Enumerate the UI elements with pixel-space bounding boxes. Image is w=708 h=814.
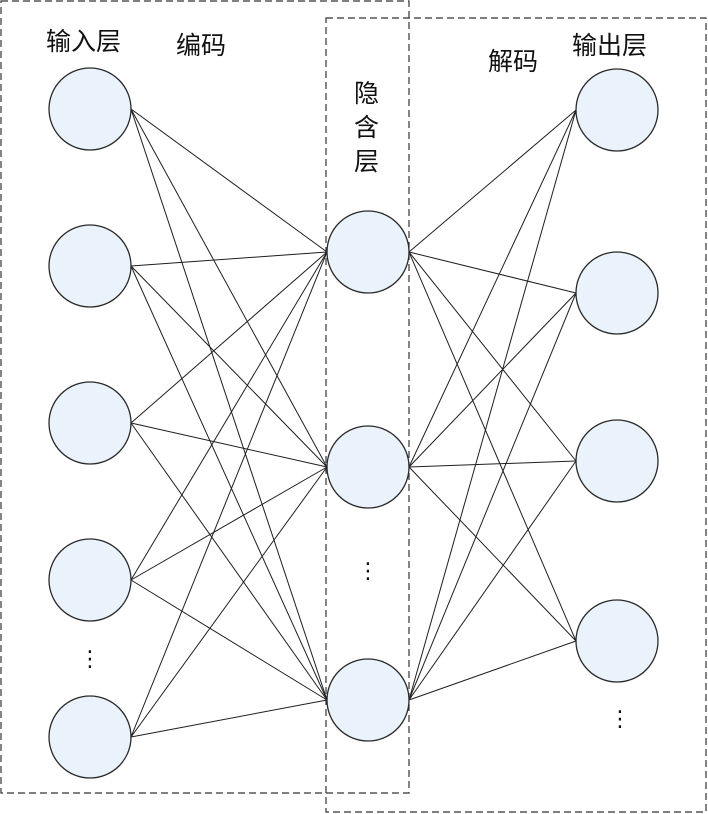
output-node-4-circle xyxy=(575,599,659,683)
edge-hidden-2-output-2 xyxy=(408,292,577,468)
input-node-3 xyxy=(48,381,132,465)
edge-hidden-1-output-3 xyxy=(408,251,577,462)
output-node-1 xyxy=(575,68,659,152)
edge-input-5-hidden-1 xyxy=(130,251,328,738)
input-node-5 xyxy=(48,695,132,779)
output-node-3 xyxy=(575,419,659,503)
input-node-1-circle xyxy=(48,67,132,151)
edge-hidden-3-output-3 xyxy=(408,460,577,701)
output-node-2-circle xyxy=(575,251,659,335)
encode-label: 编码 xyxy=(176,31,226,60)
hidden-layer-label-char-1: 隐 xyxy=(354,79,379,108)
input-node-4-circle xyxy=(48,538,132,622)
edge-hidden-3-output-1 xyxy=(408,109,577,701)
connections xyxy=(130,108,577,738)
input-node-2-circle xyxy=(48,224,132,308)
hidden-layer-label-char-3: 层 xyxy=(354,147,379,176)
input-layer-label: 输入层 xyxy=(46,27,121,56)
encoder-region xyxy=(0,0,410,794)
edge-hidden-2-output-4 xyxy=(408,466,577,642)
output-node-3-circle xyxy=(575,419,659,503)
output-node-4 xyxy=(575,599,659,683)
edge-hidden-1-output-2 xyxy=(408,251,577,294)
edge-input-1-hidden-2 xyxy=(130,108,328,468)
edge-hidden-1-output-1 xyxy=(408,109,577,253)
input-ellipsis: ⋮ xyxy=(79,647,101,672)
hidden-ellipsis: ⋮ xyxy=(357,559,379,584)
edge-input-1-hidden-3 xyxy=(130,108,328,701)
decoder-region xyxy=(325,17,707,813)
edge-input-3-hidden-1 xyxy=(130,251,328,424)
hidden-node-2 xyxy=(326,425,410,509)
edge-input-2-hidden-1 xyxy=(130,251,328,267)
edge-hidden-3-output-4 xyxy=(408,640,577,701)
output-layer-label: 输出层 xyxy=(572,31,647,60)
edge-input-4-hidden-1 xyxy=(130,251,328,581)
hidden-node-1-circle xyxy=(326,210,410,294)
edge-input-3-hidden-3 xyxy=(130,422,328,701)
input-node-4 xyxy=(48,538,132,622)
edge-input-5-hidden-2 xyxy=(130,466,328,738)
edge-hidden-2-output-1 xyxy=(408,109,577,468)
edge-input-4-hidden-2 xyxy=(130,466,328,581)
input-node-3-circle xyxy=(48,381,132,465)
edge-hidden-2-output-3 xyxy=(408,460,577,468)
edge-input-2-hidden-2 xyxy=(130,265,328,468)
hidden-node-3 xyxy=(326,658,410,742)
input-node-2 xyxy=(48,224,132,308)
hidden-node-3-circle xyxy=(326,658,410,742)
input-node-1 xyxy=(48,67,132,151)
edge-input-3-hidden-2 xyxy=(130,422,328,468)
hidden-node-1 xyxy=(326,210,410,294)
edge-input-5-hidden-3 xyxy=(130,699,328,738)
output-node-1-circle xyxy=(575,68,659,152)
edge-hidden-3-output-2 xyxy=(408,292,577,701)
output-node-2 xyxy=(575,251,659,335)
decode-label: 解码 xyxy=(488,47,538,76)
edge-input-4-hidden-3 xyxy=(130,579,328,701)
hidden-layer-label-char-2: 含 xyxy=(354,113,379,142)
edge-hidden-1-output-4 xyxy=(408,251,577,642)
neurons xyxy=(48,67,659,779)
output-ellipsis: ⋮ xyxy=(609,707,631,732)
edge-input-2-hidden-3 xyxy=(130,265,328,701)
input-node-5-circle xyxy=(48,695,132,779)
hidden-node-2-circle xyxy=(326,425,410,509)
edge-input-1-hidden-1 xyxy=(130,108,328,253)
